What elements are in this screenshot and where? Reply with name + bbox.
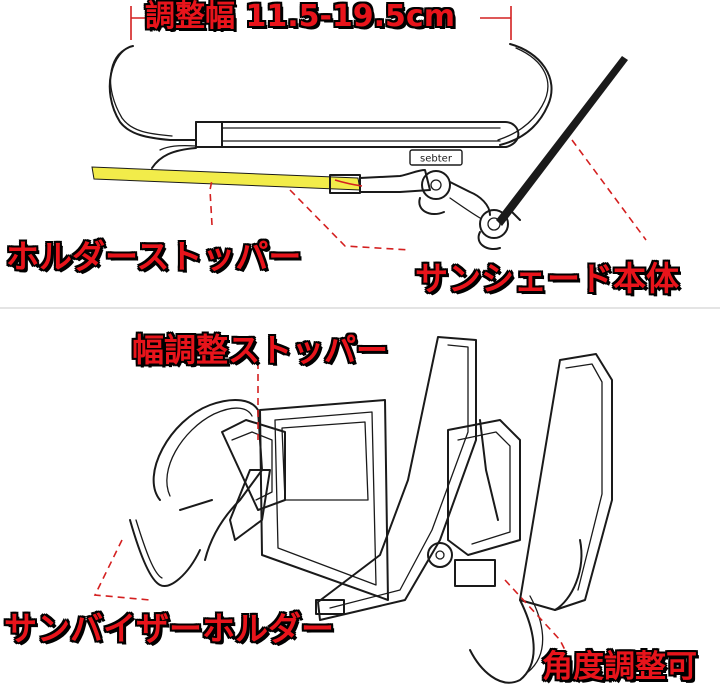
pivot-joint	[421, 170, 451, 200]
leader-angle-adjustable	[504, 579, 566, 651]
clip-loop-right-inner	[497, 47, 549, 141]
top-diagram: sebter	[91, 6, 647, 251]
holder-stopper-label: ホルダーストッパー	[6, 237, 302, 276]
width-stopper-label: 幅調整ストッパー	[132, 331, 389, 369]
phone-plate	[259, 399, 389, 601]
clip-loop-right-outer	[499, 43, 553, 146]
visor-holder-label: サンバイザーホルダー	[4, 609, 334, 648]
leader-holder-stopper	[209, 179, 213, 226]
clamp-arm-right	[519, 353, 613, 611]
clamp-arm-center	[317, 336, 477, 621]
sunshade-rod	[496, 56, 628, 226]
clamp-bar-end	[195, 121, 223, 148]
brand-tag	[409, 149, 463, 166]
angle-joint	[427, 542, 453, 568]
brand-mark: sebter	[420, 154, 453, 165]
clip-loop-inner	[109, 47, 173, 137]
leader-sunshade-body-a	[289, 189, 411, 251]
leader-visor-holder	[93, 539, 151, 601]
bottom-diagram	[93, 336, 613, 684]
visor-holder-right	[469, 599, 535, 684]
angle-adjustable-label: 角度調整可	[542, 649, 697, 685]
width-range-label: 調整幅 11.5-19.5cm	[145, 0, 455, 34]
holder-stopper-part	[329, 174, 361, 194]
sunshade-edge	[91, 166, 361, 191]
clip-loop-outer	[108, 45, 197, 141]
visor-holder-left	[152, 398, 263, 561]
sunshade-body-label: サンシェード本体	[415, 259, 679, 298]
leader-sunshade-body-b	[571, 139, 647, 241]
clamp-bar	[195, 121, 520, 148]
width-stopper-part	[221, 419, 286, 511]
